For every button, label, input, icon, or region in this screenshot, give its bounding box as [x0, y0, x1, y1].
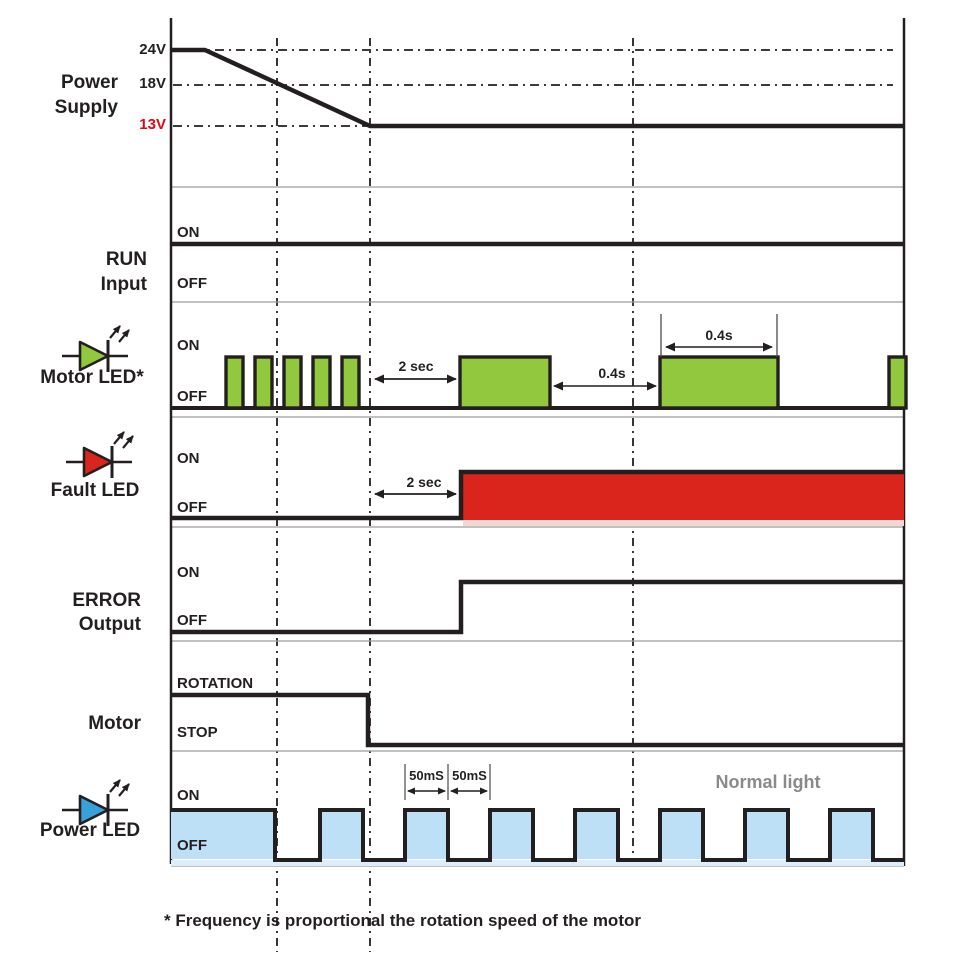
- annotation-50ms-a: 50mS: [409, 768, 444, 783]
- row-separators: [171, 186, 904, 867]
- voltage-label-13v: 13V: [139, 116, 166, 133]
- error-on-label: ON: [177, 564, 200, 581]
- annotation-04s-pulse: 0.4s: [705, 327, 733, 343]
- error-output-waveform: [171, 579, 904, 635]
- power-supply-waveform: [171, 47, 904, 129]
- row-title-power-supply-line1: Power: [60, 72, 118, 93]
- fault-led-icon: [66, 432, 133, 478]
- fault-led-waveform: [171, 469, 904, 526]
- fault-led-off-label: OFF: [177, 499, 207, 516]
- fault-led-on-label: ON: [177, 450, 200, 467]
- voltage-label-18v: 18V: [139, 75, 166, 92]
- run-off-label: OFF: [177, 275, 207, 292]
- annotation-04s-gap: 0.4s: [598, 365, 626, 381]
- annotation-2sec-motor-led: 2 sec: [398, 358, 434, 374]
- row-title-power-led: Power LED: [39, 820, 141, 841]
- motor-waveform: [171, 692, 904, 748]
- error-off-label: OFF: [177, 612, 207, 629]
- row-title-run-line1: RUN: [105, 249, 147, 270]
- voltage-label-24v: 24V: [139, 41, 166, 58]
- motor-stop-label: STOP: [177, 724, 218, 741]
- run-on-label: ON: [177, 224, 200, 241]
- motor-led-waveform: [171, 314, 908, 410]
- row-title-run-line2: Input: [100, 274, 147, 295]
- annotation-normal-light: Normal light: [715, 772, 821, 792]
- annotation-50ms-b: 50mS: [452, 768, 487, 783]
- row-title-fault-led: Fault LED: [50, 480, 140, 501]
- motor-rotation-label: ROTATION: [177, 675, 254, 692]
- footnote: * Frequency is proportional the rotation…: [164, 911, 641, 930]
- row-title-error-line2: Output: [78, 614, 141, 635]
- row-title-motor-led: Motor LED*: [40, 367, 144, 388]
- row-title-motor: Motor: [88, 713, 141, 734]
- motor-led-icon: [62, 326, 129, 372]
- annotation-2sec-fault-led: 2 sec: [406, 474, 442, 490]
- motor-led-on-label: ON: [177, 337, 200, 354]
- motor-led-off-label: OFF: [177, 388, 207, 405]
- power-led-on-label: ON: [177, 787, 200, 804]
- power-led-off-label: OFF: [177, 837, 207, 854]
- vertical-reference-lines: [276, 38, 634, 952]
- power-led-waveform: [171, 764, 904, 866]
- row-title-power-supply-line2: Supply: [54, 97, 118, 118]
- row-title-error-line1: ERROR: [72, 590, 141, 611]
